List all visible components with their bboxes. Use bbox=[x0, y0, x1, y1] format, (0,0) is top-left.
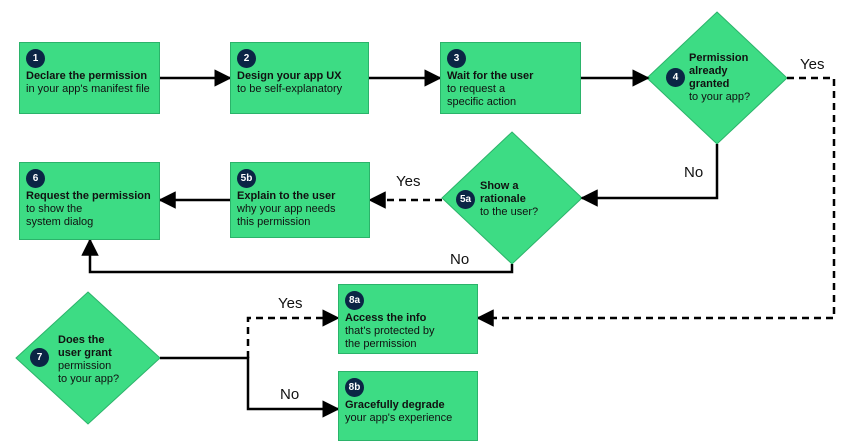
step-text: to show the bbox=[26, 203, 83, 215]
step-title: Explain to the user bbox=[237, 190, 336, 202]
step-title: granted bbox=[689, 78, 730, 90]
step-text: to be self-explanatory bbox=[237, 83, 343, 95]
step-text: system dialog bbox=[26, 216, 94, 228]
edge-label-yes: Yes bbox=[278, 295, 303, 312]
step-4-text: 4 Permission already granted to your app… bbox=[651, 52, 771, 104]
step-text: the permission bbox=[345, 338, 417, 350]
step-title: already bbox=[689, 65, 728, 77]
step-title: rationale bbox=[480, 193, 526, 205]
arrow-5a-no-to-6 bbox=[81, 238, 514, 274]
arrow-7-yes-to-8a bbox=[246, 309, 340, 358]
step-8b-box: 8b Gracefully degrade your app's experie… bbox=[338, 371, 478, 441]
step-5a-text: 5a Show a rationale to the user? bbox=[452, 180, 572, 219]
step-text: to request a bbox=[447, 83, 506, 95]
step-badge: 2 bbox=[237, 49, 256, 68]
step-title: Does the bbox=[58, 334, 105, 346]
arrow-7-no-to-8b bbox=[160, 356, 340, 418]
step-badge: 8b bbox=[345, 378, 364, 397]
edge-label-yes: Yes bbox=[396, 173, 421, 190]
step-badge: 6 bbox=[26, 169, 45, 188]
step-text: this permission bbox=[237, 216, 311, 228]
step-2-box: 2 Design your app UX to be self-explanat… bbox=[230, 42, 369, 114]
step-text: specific action bbox=[447, 96, 517, 108]
edge-label-no: No bbox=[280, 386, 300, 403]
step-text: your app's experience bbox=[345, 412, 453, 424]
step-6-box: 6 Request the permission to show the sys… bbox=[19, 162, 160, 240]
step-title: Show a bbox=[480, 180, 519, 192]
diamond-7 bbox=[15, 291, 161, 425]
step-badge: 8a bbox=[345, 291, 364, 310]
step-text: in your app's manifest file bbox=[26, 83, 150, 95]
step-title: Wait for the user bbox=[447, 70, 534, 82]
step-title: Design your app UX bbox=[237, 70, 342, 82]
step-title: Declare the permission bbox=[26, 70, 148, 82]
step-text: why your app needs bbox=[237, 203, 336, 215]
step-8a-box: 8a Access the info that's protected by t… bbox=[338, 284, 478, 354]
edge-label-no: No bbox=[684, 164, 704, 181]
step-text: that's protected by bbox=[345, 325, 435, 337]
step-badge: 4 bbox=[666, 68, 685, 87]
step-title: Request the permission bbox=[26, 190, 151, 202]
step-text: to the user? bbox=[480, 206, 539, 218]
step-text: permission bbox=[58, 360, 112, 372]
step-badge: 5b bbox=[237, 169, 256, 188]
step-title: user grant bbox=[58, 347, 112, 359]
arrow-4-no-to-5a bbox=[580, 144, 719, 207]
step-title: Permission bbox=[689, 52, 749, 64]
edge-label-yes: Yes bbox=[800, 56, 825, 73]
step-5b-box: 5b Explain to the user why your app need… bbox=[230, 162, 370, 238]
step-1-box: 1 Declare the permission in your app's m… bbox=[19, 42, 160, 114]
step-badge: 7 bbox=[30, 348, 49, 367]
step-title: Access the info bbox=[345, 312, 427, 324]
step-text: to your app? bbox=[58, 373, 120, 385]
step-title: Gracefully degrade bbox=[345, 399, 445, 411]
edge-label-no: No bbox=[450, 251, 470, 268]
step-7-text: 7 Does the user grant permission to your… bbox=[30, 334, 150, 386]
step-badge: 1 bbox=[26, 49, 45, 68]
step-3-box: 3 Wait for the user to request a specifi… bbox=[440, 42, 581, 114]
step-badge: 5a bbox=[456, 190, 475, 209]
step-badge: 3 bbox=[447, 49, 466, 68]
step-text: to your app? bbox=[689, 91, 751, 103]
